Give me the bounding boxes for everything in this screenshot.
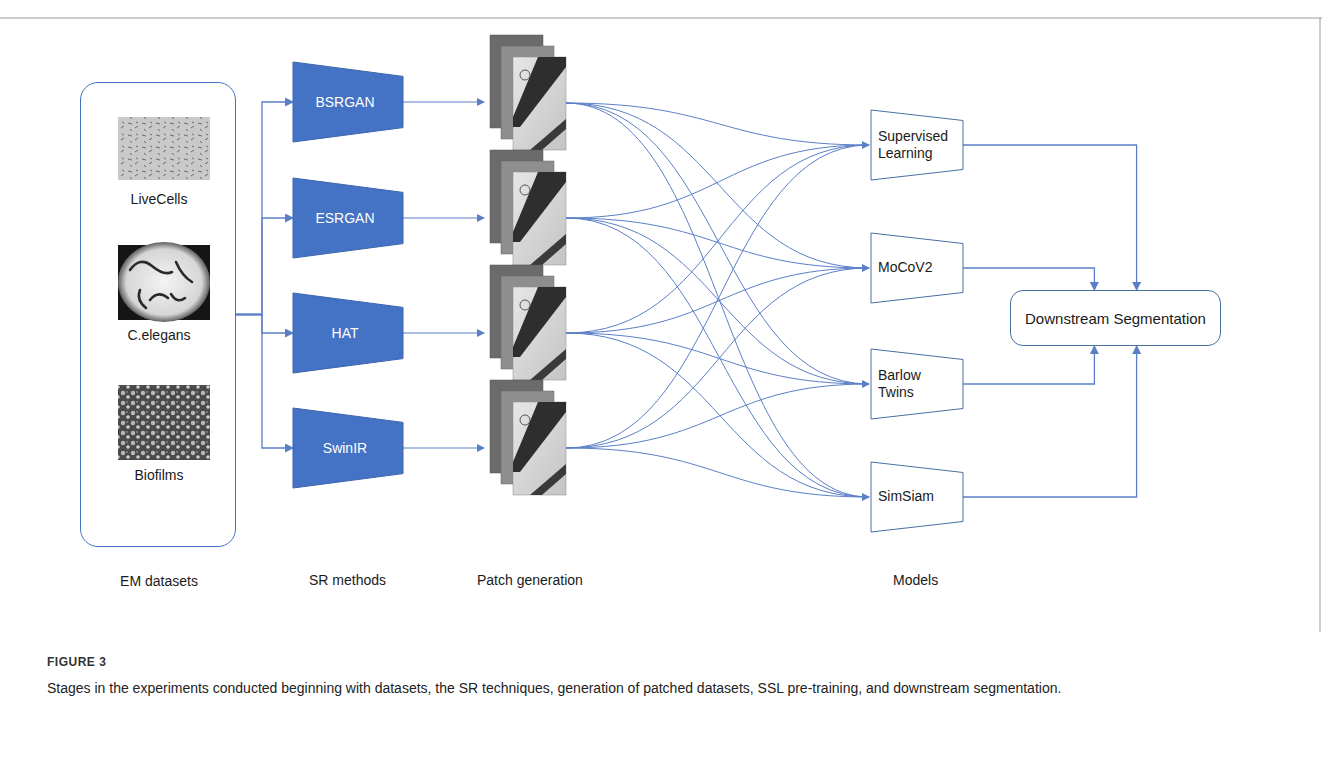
dataset-group: EM datasetsLiveCellsC.elegansBiofilms — [80, 82, 236, 547]
dataset-item: LiveCells — [101, 191, 217, 207]
model-trapezoid: Supervised Learning — [871, 110, 963, 180]
dataset-label: LiveCells — [101, 191, 217, 207]
column-heading: SR methods — [309, 572, 386, 588]
column-heading: Models — [893, 572, 938, 588]
dataset-item: C.elegans — [101, 327, 217, 343]
model-trapezoid: MoCoV2 — [871, 233, 963, 303]
sr-shape-outline — [293, 178, 403, 258]
output-label: Downstream Segmentation — [1025, 310, 1206, 327]
sr-shape-outline — [293, 293, 403, 373]
connector-arrow — [963, 346, 1137, 497]
figure-number: FIGURE 3 — [47, 655, 106, 669]
column-heading: Patch generation — [477, 572, 583, 588]
celegans-image — [118, 242, 210, 322]
model-label: Supervised Learning — [878, 128, 953, 163]
output-box: Downstream Segmentation — [1010, 290, 1221, 346]
figure-caption: Stages in the experiments conducted begi… — [47, 678, 1282, 699]
model-shape-outline — [871, 349, 963, 419]
sr-shape-outline — [293, 62, 403, 142]
column-heading: EM datasets — [41, 573, 277, 589]
dataset-item: Biofilms — [101, 467, 217, 483]
model-shape-outline — [871, 462, 963, 532]
connector-arrow — [963, 145, 1137, 290]
sr-method-trapezoid: ESRGAN — [293, 178, 403, 258]
sr-method-label: HAT — [332, 325, 359, 341]
biofilms-image — [118, 385, 210, 460]
model-label: SimSiam — [878, 488, 934, 506]
dataset-label: C.elegans — [101, 327, 217, 343]
patch-stacks — [490, 35, 566, 495]
sr-method-trapezoid: HAT — [293, 293, 403, 373]
model-shape-outline — [871, 233, 963, 303]
connector-arrow — [963, 268, 1094, 290]
model-label: MoCoV2 — [878, 259, 932, 277]
connector-arrow — [236, 315, 293, 449]
dataset-label: Biofilms — [101, 467, 217, 483]
model-trapezoid: SimSiam — [871, 462, 963, 532]
top-rule — [0, 18, 1322, 19]
side-rule — [1320, 18, 1321, 632]
connector-arrow — [963, 346, 1094, 384]
sr-method-label: ESRGAN — [315, 210, 374, 226]
patch-to-model-curves — [566, 103, 869, 497]
sr-shape-outline — [293, 408, 403, 488]
connector-arrow — [236, 315, 293, 334]
sr-method-trapezoid: SwinIR — [293, 408, 403, 488]
sr-method-label: BSRGAN — [315, 94, 374, 110]
model-label: Barlow Twins — [878, 367, 953, 402]
connector-arrow — [236, 102, 293, 315]
dataset-thumbnails — [118, 117, 210, 460]
livecells-image — [118, 117, 210, 180]
sr-method-label: SwinIR — [323, 440, 367, 456]
model-shape-outline — [871, 110, 963, 180]
model-trapezoid: Barlow Twins — [871, 349, 963, 419]
connector-arrow — [236, 218, 293, 315]
sr-to-patch-arrows — [403, 102, 484, 448]
sr-method-trapezoid: BSRGAN — [293, 62, 403, 142]
